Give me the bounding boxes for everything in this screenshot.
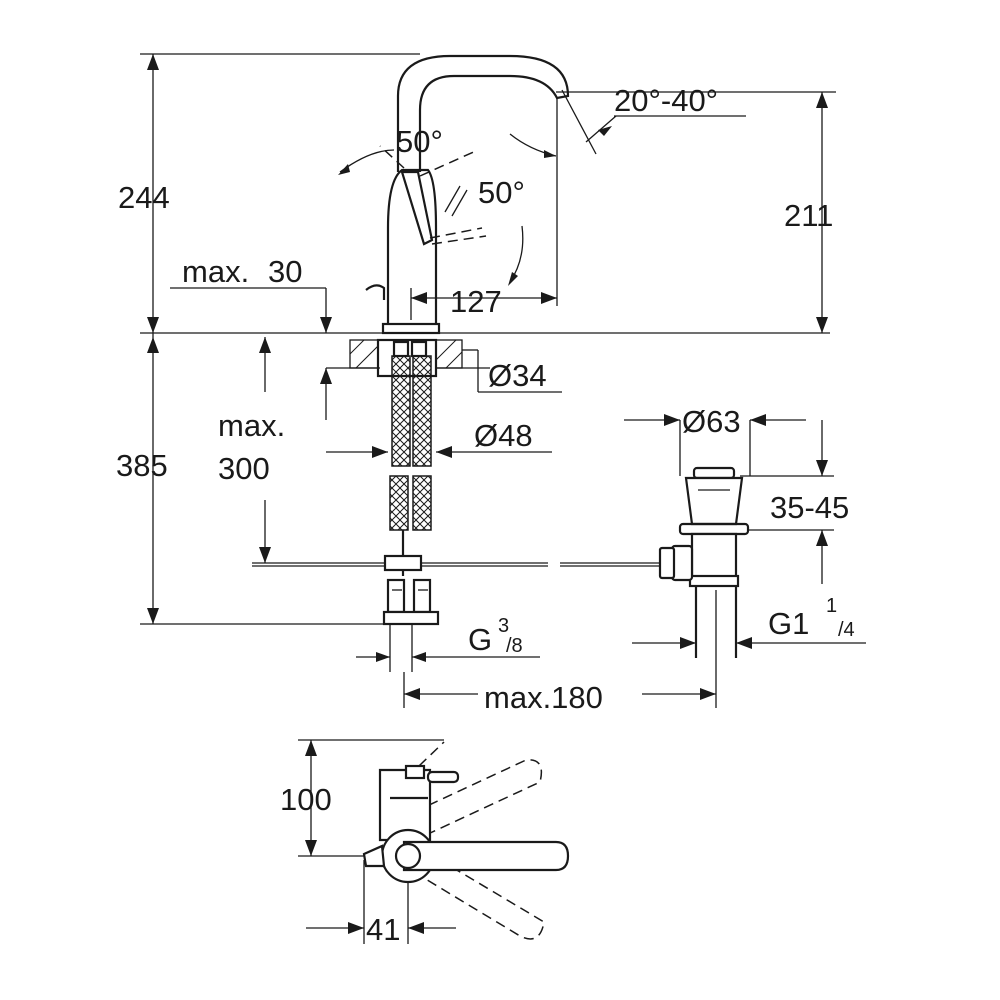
dim-angle-spout: 20°-40° — [614, 83, 718, 118]
mixer-base — [381, 322, 441, 335]
dim-max-deck-word: max. — [182, 254, 249, 289]
elevation-view — [140, 53, 866, 708]
dim-plan-height: 100 — [280, 782, 332, 817]
dim-hose-max-word: max. — [218, 408, 285, 443]
hose-right-upper — [412, 355, 432, 467]
dim-thread-waste-base: G1 — [768, 606, 809, 641]
dim-hole-small: Ø34 — [488, 358, 547, 393]
popup-knob — [365, 284, 386, 300]
dim-thread-waste-den: /4 — [838, 619, 855, 641]
plan-lever — [402, 840, 570, 872]
dim-hole-large: Ø48 — [474, 418, 533, 453]
dim-rod-max: max.180 — [484, 680, 603, 715]
waste-valve — [658, 466, 750, 658]
dim-lever-angle-front: 50° — [478, 175, 525, 210]
dim-thread-supply-den: /8 — [506, 635, 523, 657]
dim-thread-supply-base: G — [468, 622, 492, 657]
dim-waste-range: 35-45 — [770, 490, 849, 525]
dimension-labels: 244 211 20°-40° 50° 50° max. 30 127 385 … — [116, 83, 855, 947]
dim-height-total: 244 — [118, 180, 170, 215]
dim-thread-supply-num: 3 — [498, 615, 509, 637]
dim-lever-angle-side: 50° — [396, 124, 443, 159]
plan-view — [298, 739, 570, 944]
dim-waste-head: Ø63 — [682, 404, 741, 439]
dim-thread-waste-num: 1 — [826, 595, 837, 617]
dim-hose-max-value: 300 — [218, 451, 270, 486]
hose-left-upper — [391, 355, 411, 467]
dim-reach: 127 — [450, 284, 502, 319]
hose-left-lower — [389, 475, 409, 531]
dim-below-total: 385 — [116, 448, 168, 483]
hose-connectors — [382, 578, 440, 626]
lever-side — [400, 170, 434, 246]
mixer-body — [386, 168, 438, 328]
hose-right-lower — [412, 475, 432, 531]
dim-height-spout: 211 — [784, 198, 833, 233]
dim-plan-width: 41 — [366, 912, 400, 947]
dim-max-deck-value: 30 — [268, 254, 302, 289]
